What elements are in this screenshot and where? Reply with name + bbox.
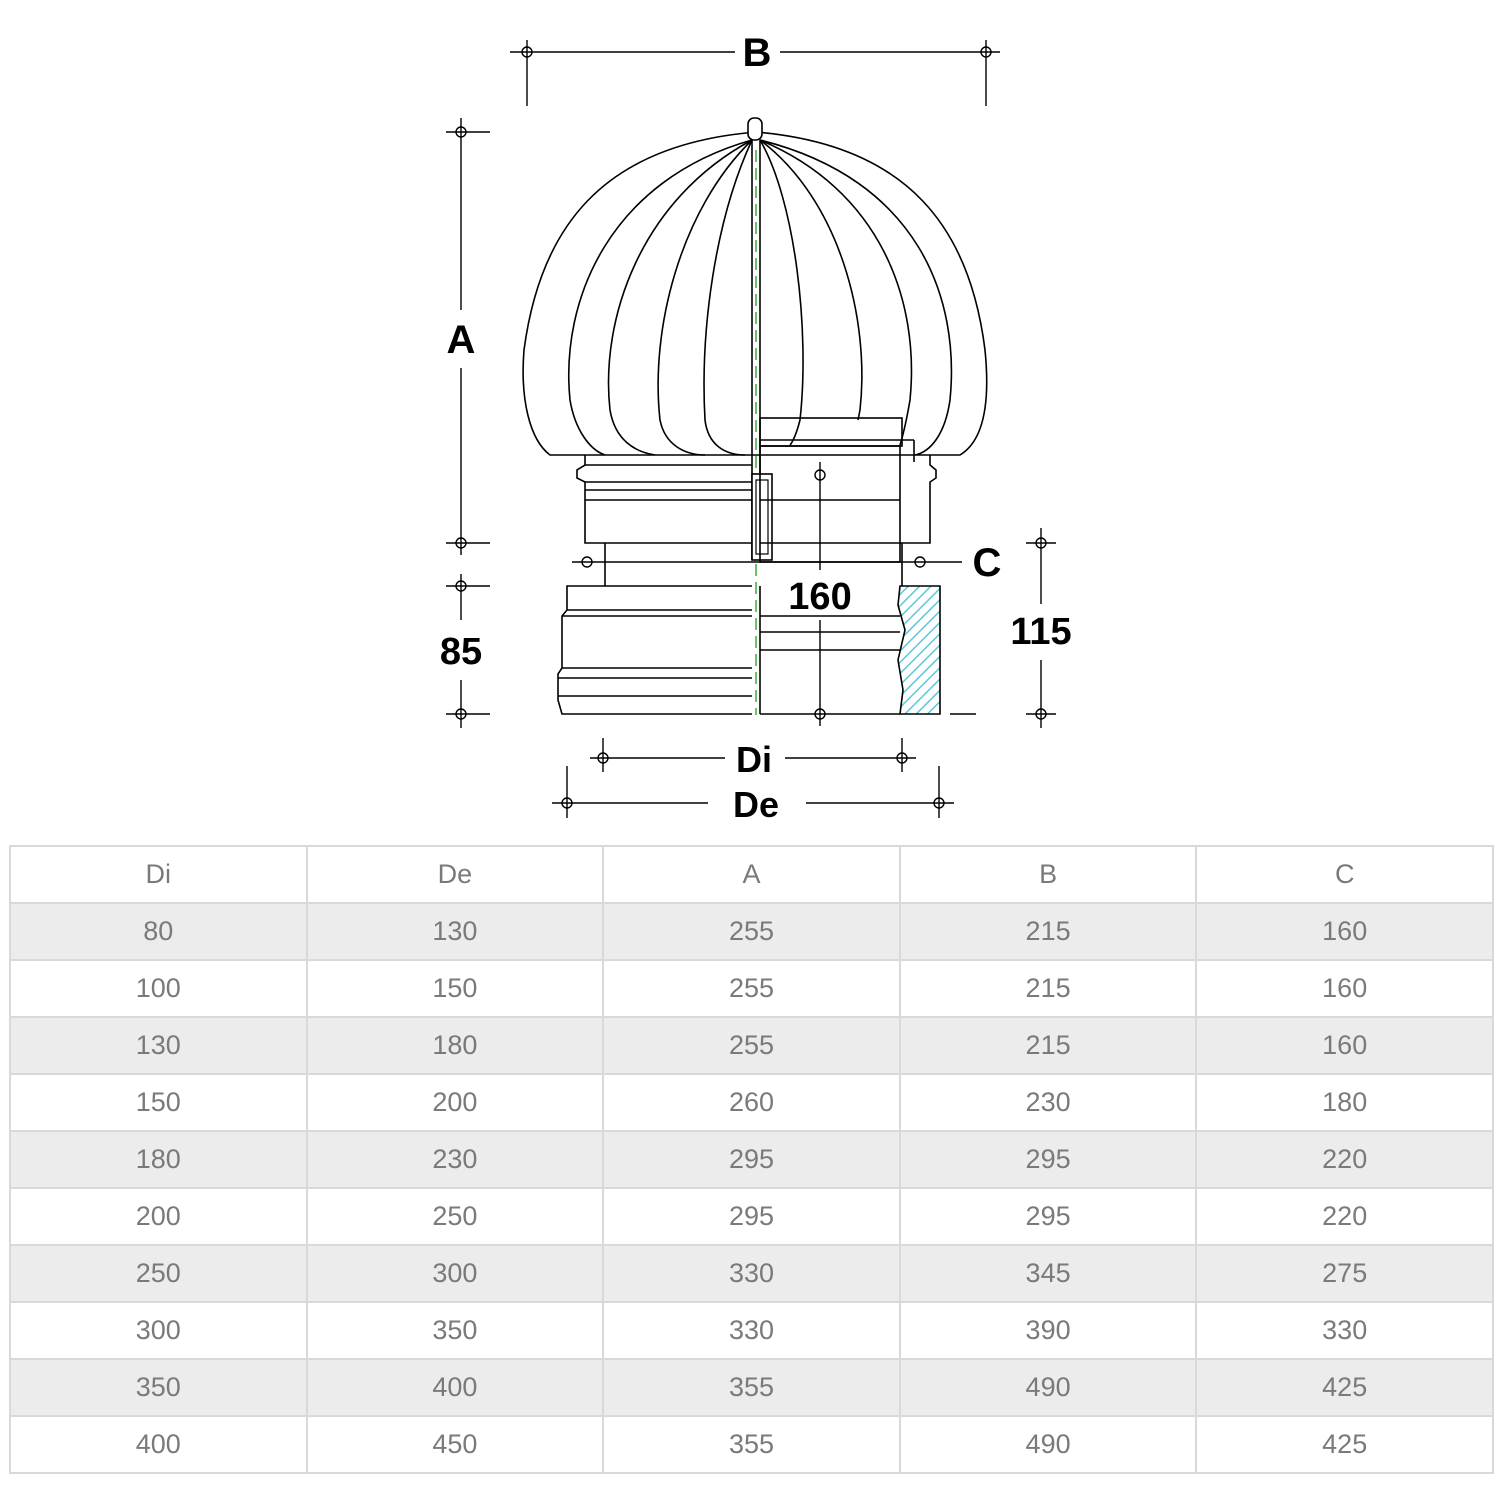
cell-c: 180 bbox=[1195, 1073, 1494, 1132]
cell-di: 250 bbox=[9, 1244, 308, 1303]
cell-b: 215 bbox=[898, 1016, 1198, 1075]
cell-di: 80 bbox=[9, 902, 308, 961]
cell-a: 330 bbox=[602, 1244, 901, 1303]
cell-a: 255 bbox=[602, 959, 901, 1018]
cell-c: 160 bbox=[1195, 1016, 1494, 1075]
cell-di: 350 bbox=[9, 1358, 308, 1417]
cell-b: 295 bbox=[898, 1187, 1198, 1246]
cell-di: 180 bbox=[9, 1130, 308, 1189]
cell-c: 160 bbox=[1195, 902, 1494, 961]
cell-de: 400 bbox=[305, 1358, 605, 1417]
section-hatch bbox=[897, 585, 941, 715]
cell-di: 150 bbox=[9, 1073, 308, 1132]
cell-de: 250 bbox=[305, 1187, 605, 1246]
cell-a: 330 bbox=[602, 1301, 901, 1360]
cell-de: 350 bbox=[305, 1301, 605, 1360]
cell-b: 215 bbox=[898, 959, 1198, 1018]
cell-de: 230 bbox=[305, 1130, 605, 1189]
cell-di: 400 bbox=[9, 1415, 308, 1474]
cell-c: 220 bbox=[1195, 1130, 1494, 1189]
cell-de: 150 bbox=[305, 959, 605, 1018]
cell-de: 130 bbox=[305, 902, 605, 961]
dim-label-di: Di bbox=[736, 739, 772, 780]
cell-de: 300 bbox=[305, 1244, 605, 1303]
cell-a: 355 bbox=[602, 1415, 901, 1474]
base-socket bbox=[557, 585, 900, 715]
cell-a: 295 bbox=[602, 1130, 901, 1189]
cell-di: 130 bbox=[9, 1016, 308, 1075]
cell-a: 260 bbox=[602, 1073, 901, 1132]
cell-c: 330 bbox=[1195, 1301, 1494, 1360]
header-a: A bbox=[602, 845, 901, 904]
cell-c: 425 bbox=[1195, 1358, 1494, 1417]
cell-di: 100 bbox=[9, 959, 308, 1018]
cell-di: 300 bbox=[9, 1301, 308, 1360]
cell-b: 390 bbox=[898, 1301, 1198, 1360]
table-header-row: Di De A B C bbox=[9, 845, 1494, 904]
cell-de: 200 bbox=[305, 1073, 605, 1132]
cell-c: 160 bbox=[1195, 959, 1494, 1018]
cell-de: 450 bbox=[305, 1415, 605, 1474]
cowl-technical-drawing: B A 85 C 160 115 Di De bbox=[440, 31, 1072, 825]
cell-b: 490 bbox=[898, 1358, 1198, 1417]
header-de: De bbox=[305, 845, 605, 904]
header-di: Di bbox=[9, 845, 308, 904]
dim-label-85: 85 bbox=[440, 631, 482, 673]
header-c: C bbox=[1195, 845, 1494, 904]
cell-b: 230 bbox=[898, 1073, 1198, 1132]
cell-de: 180 bbox=[305, 1016, 605, 1075]
cell-a: 295 bbox=[602, 1187, 901, 1246]
dim-label-c: C bbox=[973, 541, 1002, 585]
dome bbox=[522, 131, 988, 456]
dim-label-160: 160 bbox=[788, 576, 851, 618]
dim-label-115: 115 bbox=[1010, 611, 1071, 653]
cell-b: 295 bbox=[898, 1130, 1198, 1189]
dim-label-b: B bbox=[743, 31, 772, 75]
bearing-housing bbox=[759, 417, 915, 563]
cell-c: 220 bbox=[1195, 1187, 1494, 1246]
cell-c: 425 bbox=[1195, 1415, 1494, 1474]
cell-a: 255 bbox=[602, 1016, 901, 1075]
dim-label-de: De bbox=[733, 784, 779, 825]
dimension-lines bbox=[446, 40, 1056, 818]
dim-label-a: A bbox=[447, 318, 476, 362]
header-b: B bbox=[898, 845, 1198, 904]
cell-a: 255 bbox=[602, 902, 901, 961]
cell-a: 355 bbox=[602, 1358, 901, 1417]
cell-c: 275 bbox=[1195, 1244, 1494, 1303]
cell-b: 490 bbox=[898, 1415, 1198, 1474]
collar bbox=[576, 455, 937, 586]
cell-di: 200 bbox=[9, 1187, 308, 1246]
cell-b: 345 bbox=[898, 1244, 1198, 1303]
cell-b: 215 bbox=[898, 902, 1198, 961]
